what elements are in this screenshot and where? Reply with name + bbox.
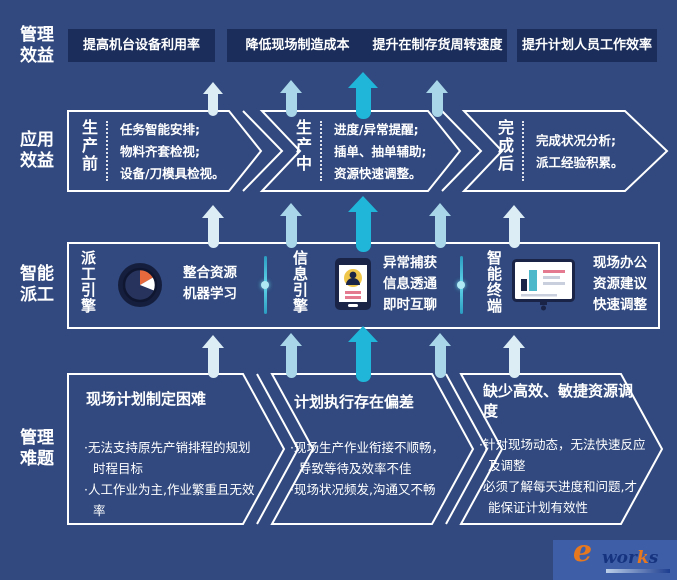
up-arrow	[348, 72, 378, 119]
stage-title: 生产前	[79, 119, 98, 173]
engine-item: 快速调整	[593, 297, 647, 313]
rail-label-smart-dispatch: 智能 派工	[12, 264, 62, 306]
stage-items: 进度/异常提醒; 插单、抽单辅助; 资源快速调整。	[334, 119, 476, 185]
problem-bullets: ·针对现场动态，无法快速反应及调整 ·必须了解每天进度和问题,才能保证计划有效性	[479, 434, 647, 518]
up-arrow	[203, 82, 223, 116]
rail-label-line: 效益	[20, 46, 54, 66]
stage-items: 任务智能安排; 物料齐套检视; 设备/刀模具检视。	[120, 119, 262, 185]
logo-text: s	[648, 548, 659, 568]
logo-text: k	[636, 548, 649, 568]
stage-item: 物料齐套检视;	[120, 144, 200, 159]
logo-e-swoosh: e	[573, 534, 593, 569]
up-arrow	[202, 335, 224, 378]
engine-items: 异常捕获 信息透通 即时互聊	[383, 253, 463, 316]
logo-underline	[606, 569, 670, 573]
problem-title: 计划执行存在偏差	[294, 393, 415, 411]
stage-title: 完成后	[495, 119, 514, 173]
up-arrow	[280, 80, 302, 117]
engine-item: 即时互聊	[383, 297, 437, 313]
engine-item: 资源建议	[593, 276, 647, 292]
problem-arrow-outline	[459, 373, 664, 525]
stage-item: 插单、抽单辅助;	[334, 144, 427, 159]
rail-label-line: 难题	[20, 449, 54, 469]
dotted-divider	[522, 121, 524, 181]
problem-bullet: ·现场生产作业衔接不顺畅，导致等待及效率不佳	[290, 440, 444, 476]
benefit-box-3: 提升在制存货周转速度	[368, 29, 507, 62]
engine-item: 整合资源	[183, 265, 237, 281]
engine-item: 信息透通	[383, 276, 437, 292]
logo-wordmark: works	[602, 548, 658, 568]
up-arrow	[280, 203, 302, 248]
stage-item: 完成状况分析;	[536, 133, 616, 148]
up-arrow	[426, 80, 448, 117]
up-arrow	[503, 205, 525, 248]
engine-title: 派工引擎	[79, 250, 97, 314]
mobile-chat-icon	[335, 258, 371, 310]
stage-item: 派工经验积累。	[536, 155, 624, 170]
up-arrow	[280, 333, 302, 378]
rail-label-line: 派工	[20, 285, 54, 305]
problem-bullets: ·现场生产作业衔接不顺畅，导致等待及效率不佳 ·现场状况频发,沟通又不畅	[290, 437, 454, 500]
rail-label-application-benefit: 应用 效益	[12, 130, 62, 172]
glow-divider	[457, 256, 465, 314]
stage-arrow-outline	[67, 110, 263, 192]
up-arrow	[429, 333, 451, 378]
rail-label-management-benefit: 管理 效益	[12, 25, 62, 67]
engine-item: 机器学习	[183, 286, 237, 302]
benefit-box-2: 降低现场制造成本	[227, 29, 368, 62]
problem-title: 缺少高效、敏捷资源调度	[483, 382, 634, 420]
engine-item: 现场办公	[593, 255, 647, 271]
rail-label-line: 管理	[20, 428, 54, 448]
pie-chart-icon	[118, 263, 162, 307]
rail-label-line: 管理	[20, 25, 54, 45]
benefit-box-4: 提升计划人员工作效率	[517, 29, 657, 62]
stage-title: 生产中	[293, 119, 312, 173]
stage-items: 完成状况分析; 派工经验积累。	[536, 130, 661, 174]
up-arrow	[429, 203, 451, 248]
problem-bullet: ·必须了解每天进度和问题,才能保证计划有效性	[479, 479, 637, 515]
stage-item: 设备/刀模具检视。	[120, 166, 225, 181]
up-arrow	[348, 326, 378, 382]
problem-bullets: ·无法支持原先产销排程的规划时程目标 ·人工作业为主,作业繁重且无效率	[84, 437, 262, 521]
rail-label-line: 智能	[20, 264, 54, 284]
engine-title: 智能终端	[485, 250, 503, 314]
problem-bullet: ·现场状况频发,沟通又不畅	[290, 482, 436, 497]
stage-item: 任务智能安排;	[120, 122, 200, 137]
engine-item: 异常捕获	[383, 255, 437, 271]
rail-label-line: 应用	[20, 130, 54, 150]
divider-dot	[261, 281, 269, 289]
chevron-separator	[242, 110, 284, 192]
up-arrow	[202, 205, 224, 248]
dashboard-icon	[512, 259, 575, 311]
benefit-box-1: 提高机台设备利用率	[68, 29, 215, 62]
chevron-separator	[441, 110, 483, 192]
divider-dot	[457, 281, 465, 289]
problem-bullet: ·针对现场动态，无法快速反应及调整	[479, 437, 646, 473]
chevron-separator	[256, 373, 300, 525]
rail-label-management-problem: 管理 难题	[12, 428, 62, 470]
dotted-divider	[106, 121, 108, 181]
engine-items: 整合资源 机器学习	[183, 263, 263, 305]
problem-bullet: ·人工作业为主,作业繁重且无效率	[84, 482, 255, 518]
stage-item: 进度/异常提醒;	[334, 122, 419, 137]
engine-title: 信息引擎	[291, 250, 309, 314]
dotted-divider	[320, 121, 322, 181]
logo-text: wor	[602, 548, 637, 568]
up-arrow	[348, 196, 378, 252]
stage-arrow-outline	[259, 110, 462, 192]
problem-bullet: ·无法支持原先产销排程的规划时程目标	[84, 440, 251, 476]
problem-title: 现场计划制定困难	[86, 390, 207, 408]
chevron-separator	[445, 373, 489, 525]
stage-item: 资源快速调整。	[334, 166, 422, 181]
stage-arrow-outline	[461, 110, 669, 192]
up-arrow	[503, 335, 525, 378]
rail-label-line: 效益	[20, 151, 54, 171]
problem-arrow-outline	[270, 373, 475, 525]
engine-items: 现场办公 资源建议 快速调整	[593, 253, 673, 316]
eworks-logo: e works	[553, 534, 677, 580]
glow-divider	[261, 256, 269, 314]
